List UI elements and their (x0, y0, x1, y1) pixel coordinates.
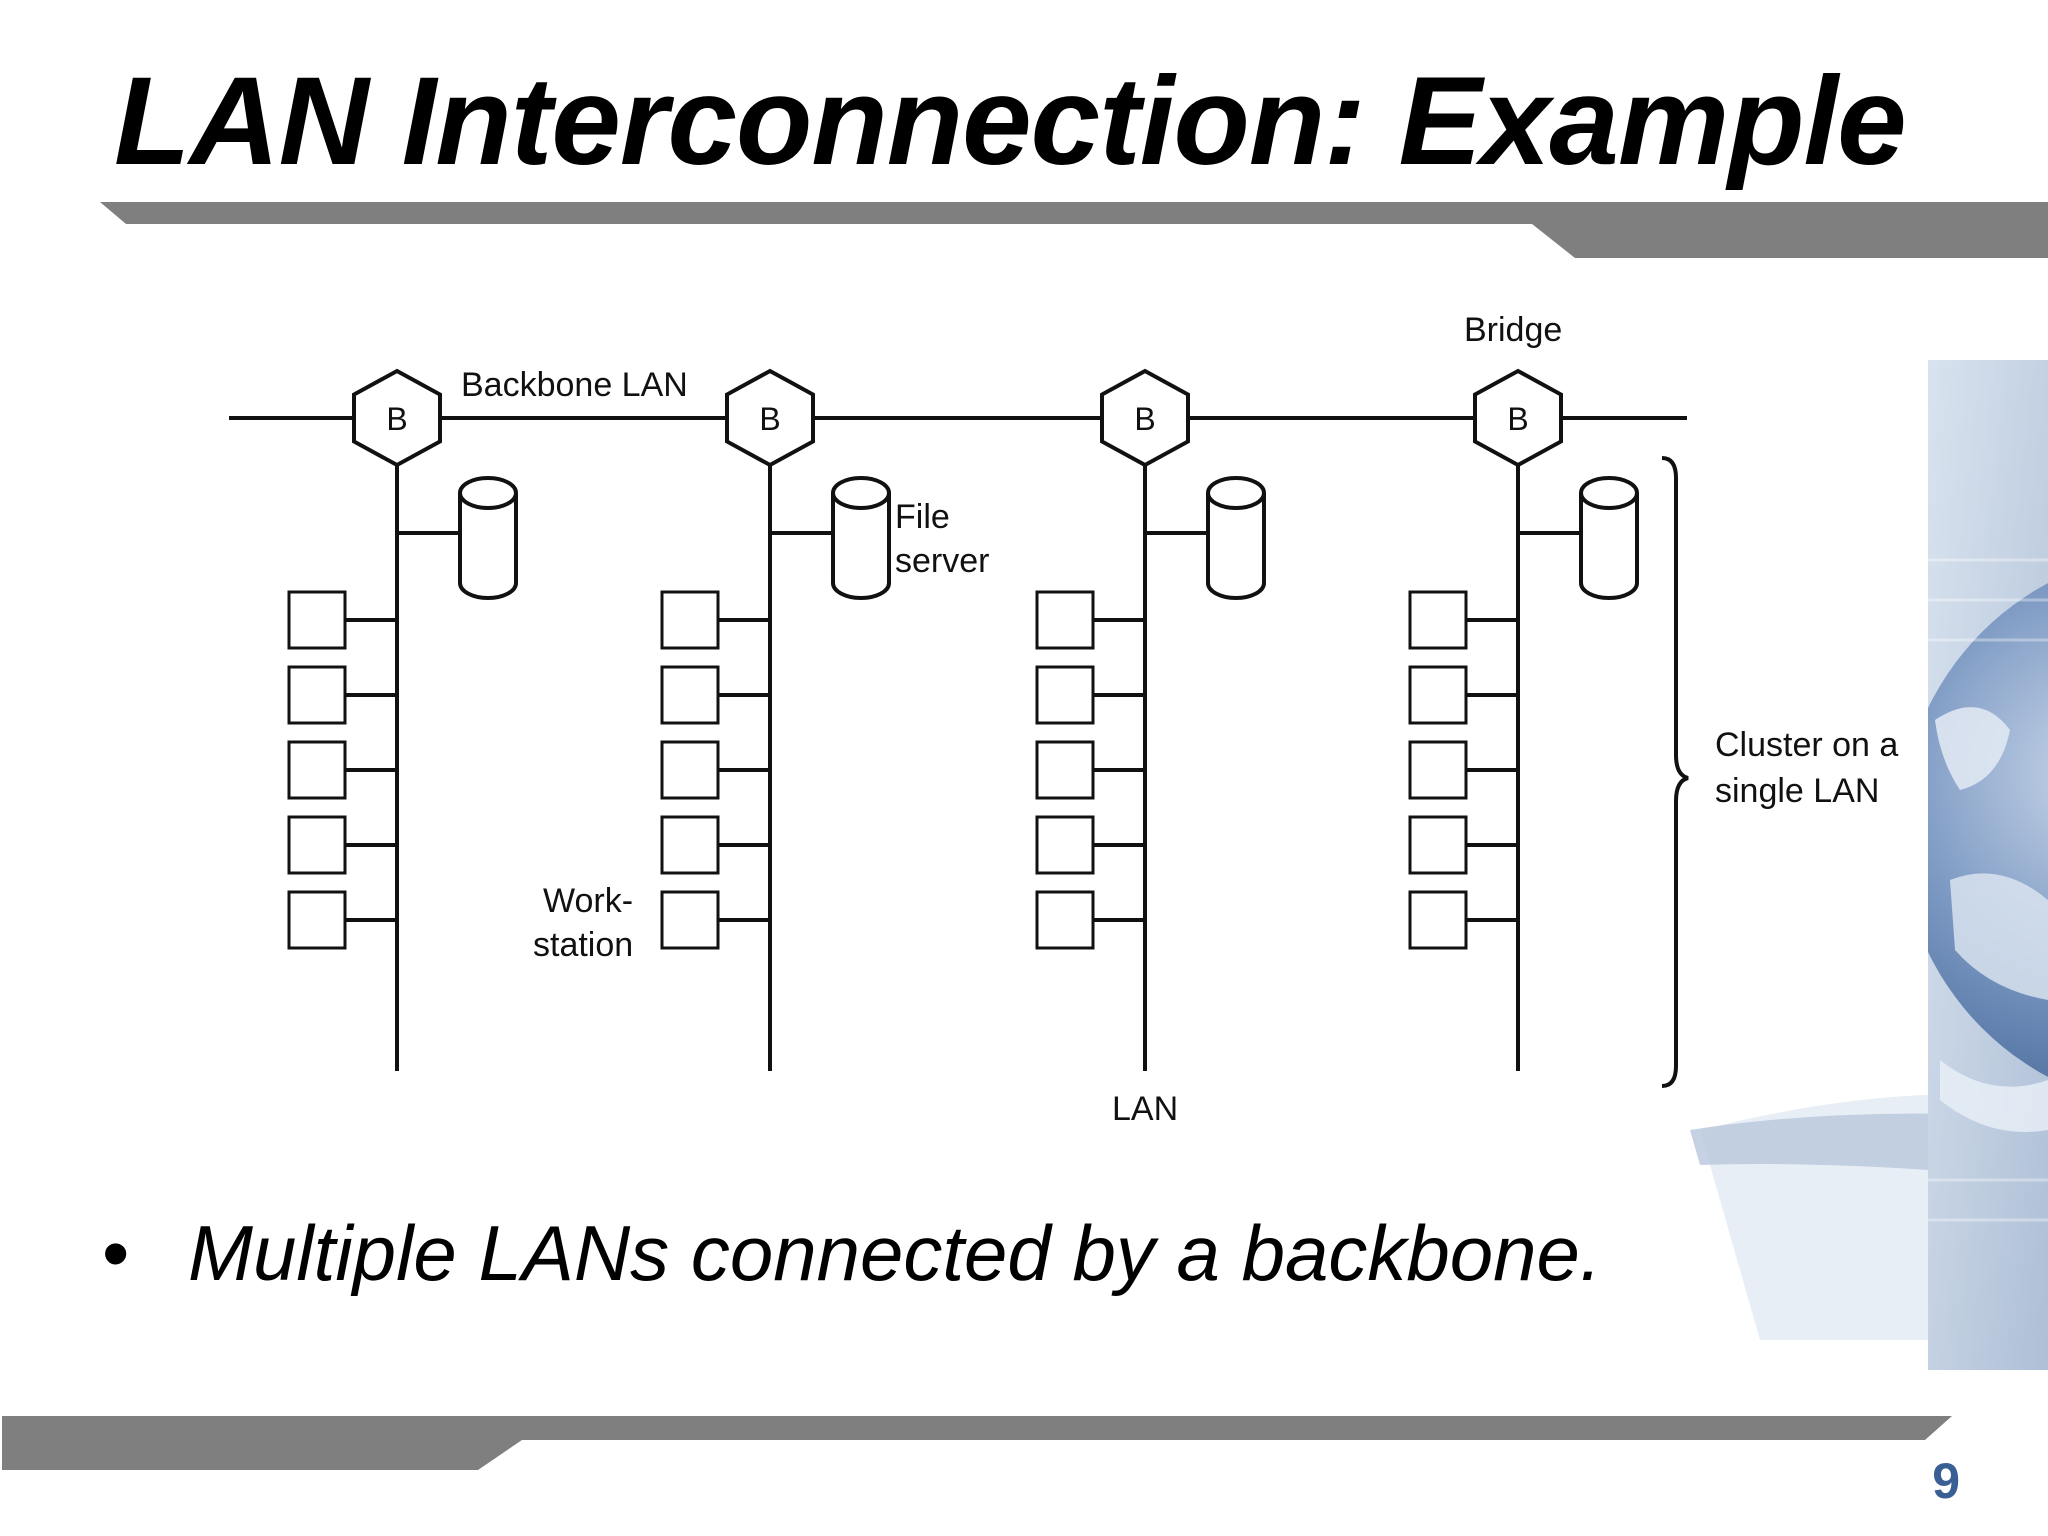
bottom-rule (2, 1416, 1952, 1470)
file-server-top-1 (458, 476, 518, 510)
workstation-2-2 (660, 665, 720, 725)
workstation-1-3 (287, 740, 347, 800)
workstation-4-5 (1408, 890, 1468, 950)
top-rule (100, 202, 2048, 258)
cluster-label-line-1: Cluster on a (1715, 726, 1898, 764)
workstation-3-1 (1035, 590, 1095, 650)
bridge-label: Bridge (1464, 311, 1562, 349)
workstation-4-1 (1408, 590, 1468, 650)
file-server-label-line-2: server (895, 542, 989, 580)
bridge-symbol-1: B (386, 401, 407, 437)
workstation-3-4 (1035, 815, 1095, 875)
file-server-body-1 (458, 493, 518, 600)
workstation-2-4 (660, 815, 720, 875)
bridge-symbol-3: B (1134, 401, 1155, 437)
workstation-1-4 (287, 815, 347, 875)
file-server-top-3 (1206, 476, 1266, 510)
bridge-symbol-4: B (1507, 401, 1528, 437)
workstation-3-3 (1035, 740, 1095, 800)
file-server-body-3 (1206, 493, 1266, 600)
workstation-1-2 (287, 665, 347, 725)
lan-label: LAN (1112, 1090, 1178, 1128)
workstation-label-line-1: Work- (543, 882, 633, 920)
bullet-text: Multiple LANs connected by a backbone. (188, 1209, 1602, 1297)
workstation-1-1 (287, 590, 347, 650)
cluster-brace (1661, 456, 1689, 1088)
bridge-2 (725, 368, 815, 468)
slide-title: LAN Interconnection: Example (114, 52, 1907, 191)
workstation-4-3 (1408, 740, 1468, 800)
cluster-label-line-2: single LAN (1715, 772, 1879, 810)
workstation-2-1 (660, 590, 720, 650)
bullet-item: • Multiple LANs connected by a backbone. (102, 1205, 1602, 1301)
workstation-2-5 (660, 890, 720, 950)
bridge-4 (1473, 368, 1563, 468)
workstation-4-4 (1408, 815, 1468, 875)
workstation-label-line-2: station (533, 926, 633, 964)
workstation-2-3 (660, 740, 720, 800)
workstation-3-2 (1035, 665, 1095, 725)
bridge-symbol-2: B (759, 401, 780, 437)
bullet-marker: • (102, 1209, 130, 1297)
file-server-body-2 (831, 493, 891, 600)
page-number: 9 (1932, 1453, 1960, 1509)
bridge-3 (1100, 368, 1190, 468)
workstation-3-5 (1035, 890, 1095, 950)
workstation-1-5 (287, 890, 347, 950)
bridge-1 (352, 368, 442, 468)
file-server-label-line-1: File (895, 498, 950, 536)
file-server-top-2 (831, 476, 891, 510)
file-server-top-4 (1579, 476, 1639, 510)
workstation-4-2 (1408, 665, 1468, 725)
file-server-body-4 (1579, 493, 1639, 600)
backbone-label: Backbone LAN (461, 366, 688, 404)
